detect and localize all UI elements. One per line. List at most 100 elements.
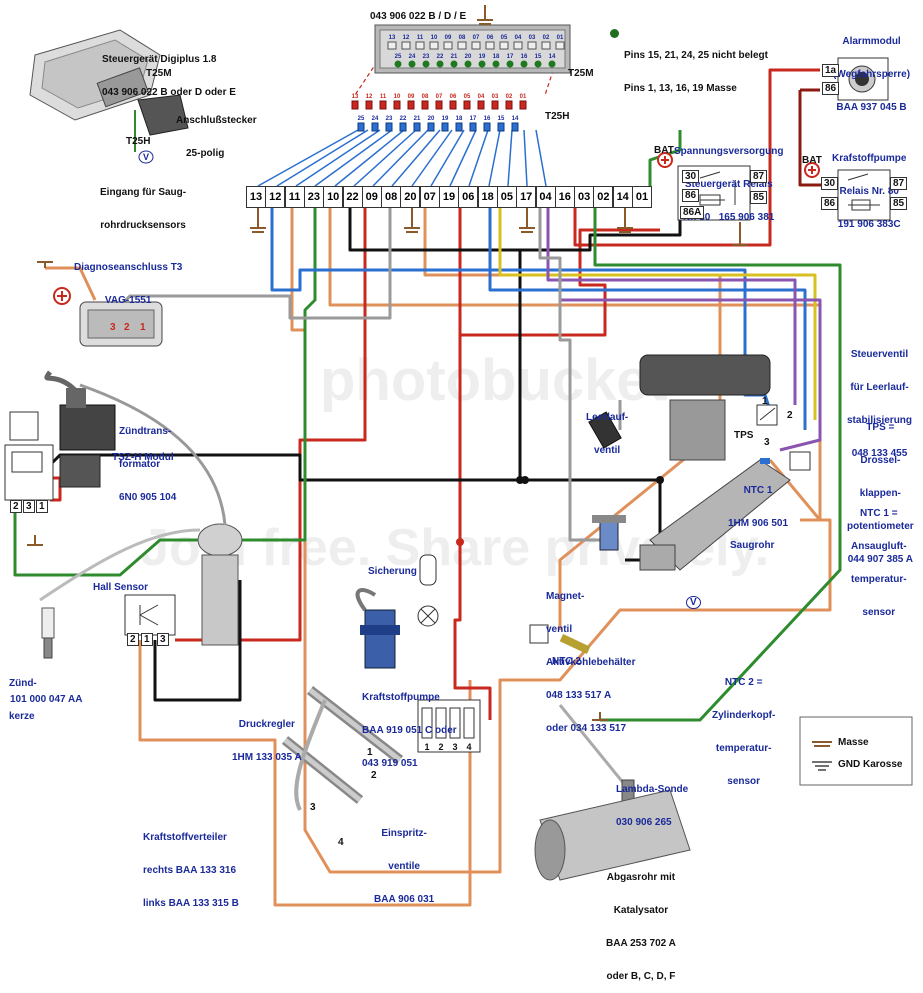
relay80-label: Krafstoffpumpe Relais Nr. 80 191 906 383…	[832, 131, 906, 241]
injector-cyl-2: 2	[371, 770, 377, 781]
rail-label: Kraftstoffverteiler rechts BAA 133 316 l…	[143, 810, 239, 920]
coil-line1: Zündtrans-	[119, 426, 172, 437]
harness-pin	[393, 100, 401, 110]
lambda-line2: 030 906 265	[616, 817, 672, 828]
ntc1-line2: Ansaugluft-	[851, 541, 907, 552]
idle-line4: 048 133 455	[851, 448, 908, 459]
connector-pin-label: 24	[409, 54, 416, 60]
connector-pin-label: 17	[507, 54, 514, 60]
lambda-label: Lambda-Sonde 030 906 265	[616, 762, 688, 839]
harness-pin-label: 23	[386, 116, 393, 122]
solenoid-label: Magnet- ventil Aktivkohlebehälter 048 13…	[546, 569, 635, 745]
alarm-line3: BAA 937 045 B	[836, 102, 907, 113]
ecu-connector-desc: Anschlußstecker 25-polig	[176, 93, 257, 170]
alarm-module-drawing	[837, 57, 889, 101]
connector-pin-label: 18	[493, 54, 500, 60]
relay80-line3: 191 906 383C	[837, 219, 901, 230]
harness-pin-label: 19	[442, 116, 449, 122]
pin-strip-pin: 07	[419, 186, 440, 208]
watermark-logo: photobucket	[320, 348, 668, 413]
connector-pin-label: 03	[529, 35, 536, 41]
harness-pin	[427, 122, 435, 132]
manifold-label: Saugrohr	[730, 540, 775, 551]
connector-pin	[541, 41, 551, 50]
fan-wires	[257, 129, 547, 187]
injector-plug-pin-label: 1	[424, 742, 429, 752]
harness-pin	[463, 100, 471, 110]
connector-pin-label: 06	[487, 35, 494, 41]
alarm-line1: Alarmmodul	[842, 36, 901, 47]
pin-strip-pin: 14	[612, 186, 633, 208]
connector-pin-dot	[464, 60, 472, 68]
wire-blue-2	[488, 206, 807, 430]
connector-pin-label: 08	[459, 35, 466, 41]
pump-line3: 043 919 051	[362, 758, 418, 769]
regulator-label: Druckregler 1HM 133 035 A	[232, 697, 302, 774]
alarm-pin-1a: 1a	[822, 64, 840, 77]
harness-pin	[371, 122, 379, 132]
connector-pin-label: 25	[395, 54, 402, 60]
exhaust-line3: BAA 253 702 A	[606, 938, 676, 949]
harness-pin	[497, 122, 505, 132]
relay30-pin-85: 85	[750, 191, 768, 204]
injectors-line2: ventile	[388, 861, 420, 872]
harness-pin-label: 09	[408, 94, 415, 100]
wire-dark-red	[798, 88, 825, 187]
connector-pin-label: 10	[431, 35, 438, 41]
harness-pin-label: 08	[422, 94, 429, 100]
connector-pin-dot	[506, 60, 514, 68]
ecu-connector-desc-line1: Anschlußstecker	[176, 115, 257, 126]
ecu-title-line1: Steuergerät Digiplus 1.8	[102, 54, 217, 65]
connector-pin-label: 23	[423, 54, 430, 60]
diag-line1: Diagnoseanschluss T3	[74, 262, 183, 273]
wire-black-center	[43, 250, 522, 482]
harness-pin	[399, 122, 407, 132]
alarm-label: Alarmmodul (Wegfahrsperre) BAA 937 045 B	[833, 14, 910, 124]
spark-plug-drawing	[41, 607, 55, 659]
harness-pin-label: 22	[400, 116, 407, 122]
harness-pin-label: 14	[512, 116, 519, 122]
wire-purple	[546, 206, 797, 405]
injector-plug-pin	[421, 707, 433, 739]
pin-strip-pin: 17	[516, 186, 537, 208]
connector-pin-label: 13	[389, 35, 396, 41]
relay30-pin-86a: 86A	[680, 206, 705, 219]
harness-pin	[511, 122, 519, 132]
harness-pin	[379, 100, 387, 110]
legend-masse: Masse	[838, 737, 869, 748]
harness-pin-label: 13	[352, 94, 359, 100]
pin-strip-pin: 04	[535, 186, 556, 208]
pin-strip-pin: 10	[323, 186, 344, 208]
tps-label: TPS = Drossel- klappen- potentiometer 04…	[847, 400, 914, 576]
ntc1-short-label: NTC 1 1HM 906 501	[728, 463, 788, 540]
harness-pin	[469, 122, 477, 132]
hall-pin-3: 3	[157, 633, 169, 646]
pins-legend: Pins 15, 21, 24, 25 nicht belegt Pins 1,…	[624, 28, 768, 105]
connector-pin	[429, 41, 439, 50]
ecu-drawing	[29, 29, 189, 152]
harness-pin-label: 02	[506, 94, 513, 100]
legend-gnd: GND Karosse	[838, 759, 903, 770]
injector-plug-pin-label: 2	[438, 742, 443, 752]
throttle-body-drawing	[639, 354, 791, 571]
tsz-pin-3: 3	[23, 500, 35, 513]
rail-line3: links BAA 133 315 B	[143, 898, 239, 909]
ntc1-line1: NTC 1 =	[860, 508, 898, 519]
spark-label: Zünd- kerze	[9, 656, 37, 733]
alarm-line2: (Wegfahrsperre)	[833, 69, 911, 80]
ntc2-short: NTC 2	[552, 656, 581, 667]
injectors-line3: BAA 906 031	[374, 894, 435, 905]
harness-pin	[421, 100, 429, 110]
wiring-svg: photobucket Join free. Share privately.	[4, 5, 913, 907]
connector-pin-label: 16	[521, 54, 528, 60]
connector-pin-label: 15	[535, 54, 542, 60]
harness-pin	[491, 100, 499, 110]
ntc2-line3: temperatur-	[715, 743, 772, 754]
pin-strip-pin: 23	[303, 186, 324, 208]
diag-pin-3: 3	[110, 322, 116, 333]
pump-line1: Kraftstoffpumpe	[362, 692, 440, 703]
exhaust-line4: oder B, C, D, F	[606, 971, 676, 982]
regulator-line2: 1HM 133 035 A	[232, 752, 302, 763]
ntc2-line4: sensor	[727, 776, 761, 787]
